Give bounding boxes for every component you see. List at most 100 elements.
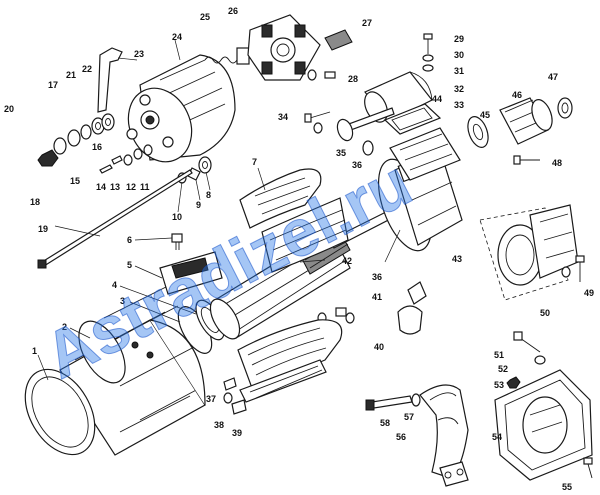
leader-lines: [37, 39, 401, 381]
callout-5: 5: [127, 260, 132, 270]
callout-6: 6: [127, 235, 132, 245]
bracket-part-56: [419, 384, 469, 487]
washer-part-13e: [345, 312, 355, 324]
clamp-part-40: [397, 281, 427, 335]
callout-19: 19: [38, 224, 48, 234]
field-coil-part-39: [237, 319, 343, 403]
pole-shoe-part-5: [159, 251, 223, 295]
callout-10: 10: [172, 212, 182, 222]
washer-part-13d: [561, 266, 571, 278]
callout-3: 3: [120, 296, 125, 306]
ring-part-45: [467, 116, 489, 148]
callout-16: 16: [92, 142, 102, 152]
callout-labels: 1 2 3 4 5 6 7 8 9 10 11 12 13 14 15 16 1…: [4, 6, 594, 492]
washer-part-16: [80, 124, 92, 140]
washer-part-31: [422, 64, 434, 72]
callout-37: 37: [206, 394, 216, 404]
callout-7: 7: [252, 157, 257, 167]
washer-part-13f: [223, 392, 233, 404]
callout-20: 20: [4, 104, 14, 114]
watermark-text: Astradizel.ru: [33, 145, 423, 392]
callout-26: 26: [228, 6, 238, 16]
washer-part-20: [53, 137, 67, 155]
washer-part-8: [198, 156, 212, 174]
nut-part-18: [37, 149, 59, 167]
brush-part-27: [324, 29, 353, 51]
callout-55: 55: [562, 482, 572, 492]
callout-56: 56: [396, 432, 406, 442]
washer-part-22: [101, 113, 115, 131]
callout-33: 33: [454, 100, 464, 110]
washer-part-30: [422, 54, 434, 62]
callout-12: 12: [126, 182, 136, 192]
callout-44: 44: [432, 94, 442, 104]
callout-42: 42: [342, 256, 352, 266]
callout-51: 51: [494, 350, 504, 360]
screw-part-48: [513, 155, 540, 165]
terminal-part-38: [231, 399, 247, 415]
commutator-end-housing-part-24: [126, 54, 236, 163]
screw-part-15: [99, 164, 113, 174]
callout-34: 34: [278, 112, 288, 122]
callout-36a: 36: [352, 160, 362, 170]
callout-28: 28: [348, 74, 358, 84]
callout-32: 32: [454, 84, 464, 94]
callout-17: 17: [48, 80, 58, 90]
brush-holder-part-26: [247, 14, 321, 81]
callout-11: 11: [140, 182, 150, 192]
screw-part-34: [304, 111, 331, 123]
callout-50: 50: [540, 308, 550, 318]
terminal-part-37: [223, 377, 237, 391]
callout-25: 25: [200, 12, 210, 22]
screw-part-55: [583, 457, 593, 479]
callout-53: 53: [494, 380, 504, 390]
callout-9: 9: [196, 200, 201, 210]
callout-47: 47: [548, 72, 558, 82]
solenoid-body-part-44: [389, 127, 461, 181]
callout-36b: 36: [372, 272, 382, 282]
callout-57: 57: [404, 412, 414, 422]
callout-27: 27: [362, 18, 372, 28]
gasket-part-33: [383, 103, 442, 135]
nut-part-53: [506, 376, 521, 389]
callout-48: 48: [552, 158, 562, 168]
bolt-part-58: [365, 395, 413, 411]
callout-30: 30: [454, 50, 464, 60]
callout-41: 41: [372, 292, 382, 302]
screw-part-49: [575, 255, 585, 282]
callout-13: 13: [110, 182, 120, 192]
mounting-base-part-54: [494, 369, 593, 481]
washer-part-17: [67, 129, 81, 147]
callout-4: 4: [112, 280, 117, 290]
callout-23: 23: [134, 49, 144, 59]
callout-15: 15: [70, 176, 80, 186]
callout-46: 46: [512, 90, 522, 100]
callout-43: 43: [452, 254, 462, 264]
callout-31: 31: [454, 66, 464, 76]
callout-24: 24: [172, 32, 182, 42]
ring-part-47: [557, 97, 573, 119]
washer-part-13a: [123, 154, 133, 166]
washer-part-52: [534, 355, 546, 365]
washer-part-11: [143, 144, 153, 156]
callout-14: 14: [96, 182, 106, 192]
washer-part-36a: [362, 140, 374, 156]
field-coil-part-7: [239, 168, 349, 273]
screw-part-28: [324, 71, 336, 79]
screw-part-14: [111, 155, 123, 165]
callout-52: 52: [498, 364, 508, 374]
callout-35: 35: [336, 148, 346, 158]
callout-49: 49: [584, 288, 594, 298]
bolt-part-51: [513, 331, 541, 353]
washer-part-13c: [313, 122, 323, 134]
plunger-part-35: [336, 107, 395, 142]
drive-housing-part-50: [479, 204, 579, 301]
bolt-part-41: [335, 307, 347, 317]
callout-8: 8: [206, 190, 211, 200]
callout-39: 39: [232, 428, 242, 438]
callout-21: 21: [66, 70, 76, 80]
callout-22: 22: [82, 64, 92, 74]
callout-54: 54: [492, 432, 502, 442]
washer-part-12: [133, 148, 143, 160]
